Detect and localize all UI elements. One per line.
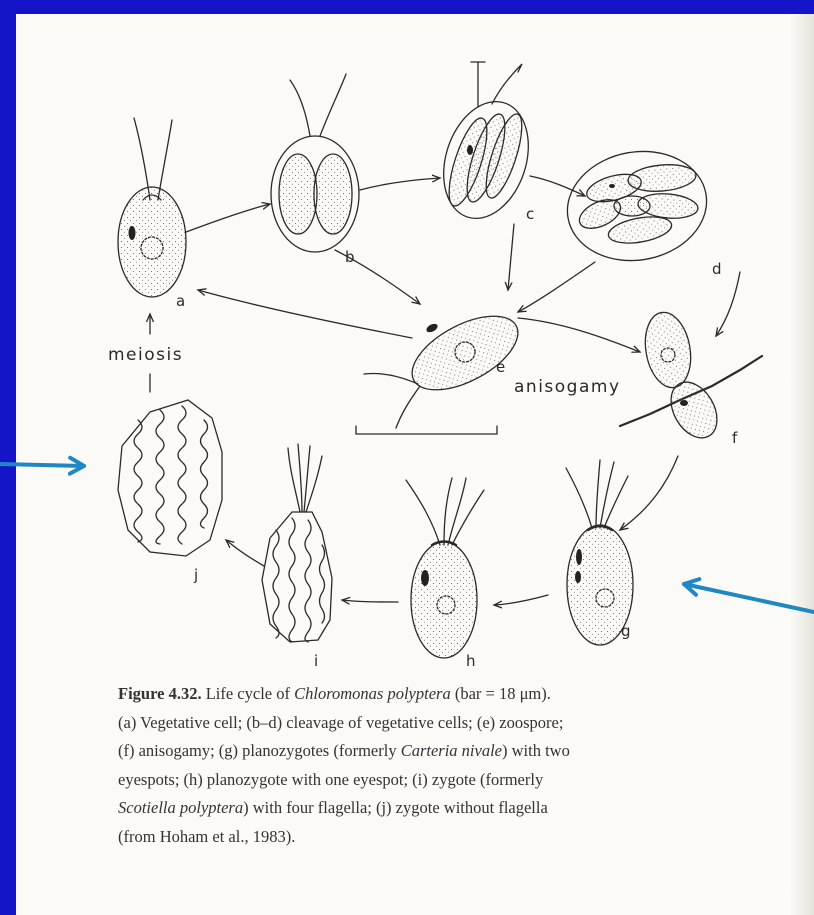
cell-d bbox=[559, 141, 716, 272]
scale-bar bbox=[356, 426, 497, 434]
cell-i bbox=[262, 444, 332, 642]
caption-line-1: Figure 4.32. Life cycle of Chloromonas p… bbox=[118, 680, 778, 709]
cell-g bbox=[566, 460, 633, 645]
cell-b bbox=[271, 74, 359, 252]
left-pointer-arrow bbox=[0, 464, 84, 466]
label-h: h bbox=[466, 652, 476, 670]
caption-line-3: (f) anisogamy; (g) planozygotes (formerl… bbox=[118, 737, 778, 766]
label-j: j bbox=[193, 566, 198, 584]
label-d: d bbox=[712, 260, 722, 278]
caption-line-2: (a) Vegetative cell; (b–d) cleavage of v… bbox=[118, 709, 778, 738]
figure-caption: Figure 4.32. Life cycle of Chloromonas p… bbox=[118, 680, 778, 851]
cell-f bbox=[620, 309, 762, 446]
label-i: i bbox=[314, 652, 318, 670]
right-pointer-arrow bbox=[684, 584, 814, 612]
label-g: g bbox=[621, 622, 631, 640]
label-a: a bbox=[176, 292, 185, 310]
label-c: c bbox=[526, 205, 534, 223]
pointer-arrows bbox=[0, 464, 814, 612]
caption-line-5: Scotiella polyptera) with four flagella;… bbox=[118, 794, 778, 823]
cell-j bbox=[118, 400, 222, 556]
anisogamy-label: anisogamy bbox=[514, 377, 621, 397]
meiosis-label: meiosis bbox=[108, 345, 183, 365]
species-name: Chloromonas polyptera bbox=[294, 684, 451, 703]
caption-line-6: (from Hoham et al., 1983). bbox=[118, 823, 778, 852]
label-b: b bbox=[345, 248, 355, 266]
label-e: e bbox=[496, 358, 505, 376]
caption-line-4: eyespots; (h) planozygote with one eyesp… bbox=[118, 766, 778, 795]
cell-h bbox=[406, 478, 484, 658]
figure-number: Figure 4.32. bbox=[118, 684, 202, 703]
label-f: f bbox=[732, 429, 738, 447]
cell-a bbox=[118, 118, 186, 297]
life-cycle-diagram: a b c d e f g h i j meiosis anisogamy bbox=[0, 0, 814, 680]
